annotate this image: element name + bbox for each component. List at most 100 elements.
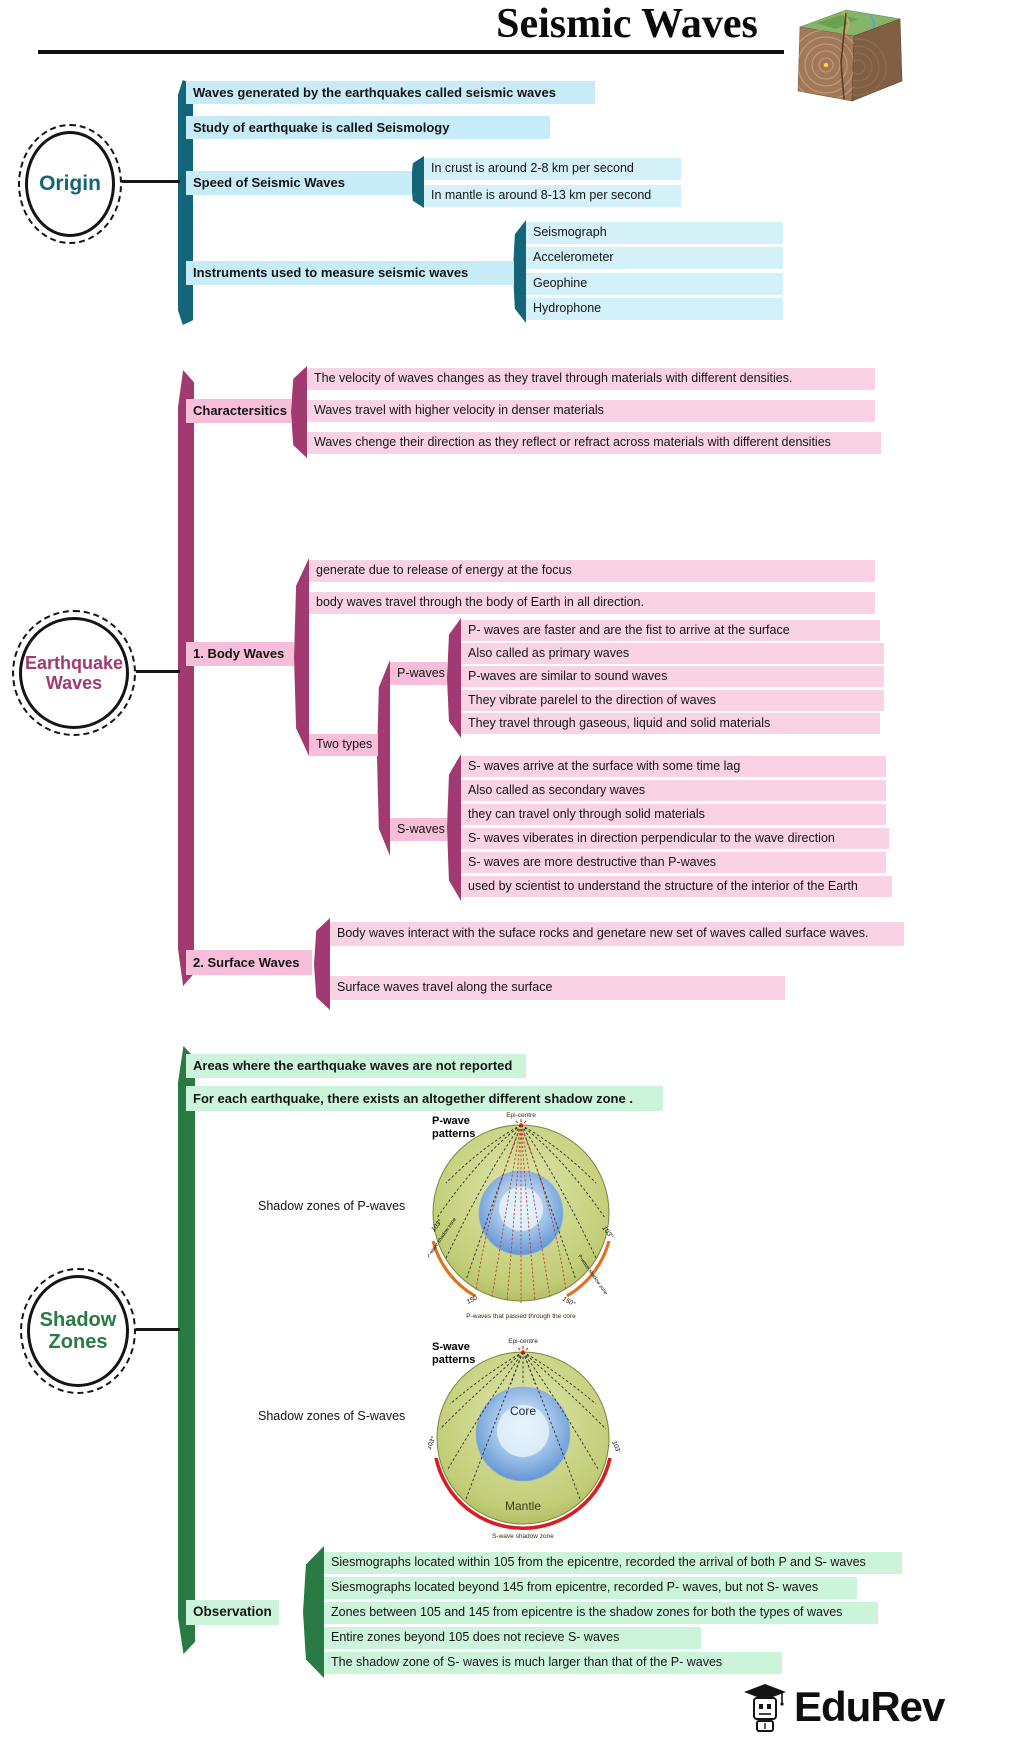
origin-node-label: Origin (39, 172, 101, 196)
edurev-mascot-icon (744, 1684, 786, 1732)
origin-node-inner-ring (25, 131, 115, 237)
instruments-label: Instruments used to measure seismic wave… (186, 261, 514, 285)
p-rays-red (475, 1124, 567, 1303)
speed-label: Speed of Seismic Waves (186, 171, 412, 195)
p-wave-pattern-diagram: P-wave patterns Epi-centre 103° 103° P-w… (428, 1112, 615, 1320)
s-wave-item: they can travel only through solid mater… (461, 804, 886, 825)
p-diagram-footnote: P-waves that passed through the core (466, 1313, 576, 1320)
s-shadow-caption: Shadow zones of S-waves (258, 1409, 406, 1424)
p-shadow-arc-left (431, 1240, 476, 1298)
origin-connector-line (114, 180, 180, 183)
surface-waves-label: 2. Surface Waves (186, 950, 312, 975)
s-core-label: Core (510, 1404, 536, 1418)
speed-connector-chevron (411, 156, 424, 208)
shadow-fact-2: For each earthquake, there exists an alt… (186, 1086, 663, 1111)
earthquake-node-label: Earthquake Waves (24, 652, 124, 693)
p-waves-label: P-waves (390, 662, 447, 685)
s-wave-pattern-diagram: S-wave patterns Epi-centre Core Mantle 1… (428, 1338, 620, 1540)
instrument-item: Seismograph (526, 222, 783, 244)
page-title: Seismic Waves (496, 1, 758, 47)
surface-waves-fact: Body waves interact with the suface rock… (330, 922, 904, 946)
p-wave-item: Also called as primary waves (461, 643, 884, 664)
p-wave-item: They travel through gaseous, liquid and … (461, 713, 880, 734)
observation-item: Zones between 105 and 145 from epicentre… (324, 1602, 878, 1624)
instrument-item: Accelerometer (526, 247, 783, 269)
s-diagram-title-line2: patterns (432, 1354, 475, 1366)
p-epicentre-label: Epi-centre (506, 1112, 536, 1119)
s-angle-right: 103° (610, 1439, 620, 1455)
s-wave-item: S- waves are more destructive than P-wav… (461, 852, 886, 873)
p-angle2-right: 150° (561, 1295, 577, 1309)
s-wave-item: S- waves viberates in direction perpendi… (461, 828, 889, 849)
body-waves-fact: body waves travel through the body of Ea… (309, 592, 875, 614)
p-diagram-title-line2: patterns (432, 1128, 475, 1140)
earthquake-node-inner-ring (19, 617, 129, 729)
characteristics-label: Charactersitics (186, 399, 291, 423)
characteristics-item: The velocity of waves changes as they tr… (307, 368, 875, 390)
edurev-logo: EduRev (742, 1682, 945, 1732)
origin-node: Origin (18, 124, 122, 244)
p-epicentre-marker (515, 1119, 527, 1127)
observation-item: The shadow zone of S- waves is much larg… (324, 1652, 782, 1674)
p-diagram-title-line1: P-wave (432, 1115, 470, 1127)
earthquake-connector-line (128, 670, 180, 673)
speed-item: In mantle is around 8-13 km per second (424, 185, 681, 207)
observation-item: Siesmographs located within 105 from the… (324, 1552, 902, 1574)
two-types-label: Two types (309, 734, 378, 756)
shadow-node-inner-ring (27, 1275, 129, 1387)
s-epicentre-marker (517, 1346, 529, 1354)
s-wave-item: S- waves arrive at the surface with some… (461, 756, 886, 777)
edurev-brand-text: EduRev (794, 1683, 945, 1730)
characteristics-connector-chevron (291, 366, 307, 458)
s-mantle-label: Mantle (505, 1499, 541, 1513)
surface-waves-connector-chevron (314, 918, 330, 1010)
s-rays-black (439, 1351, 607, 1500)
s-wave-item: Also called as secondary waves (461, 780, 886, 801)
p-shadow-caption: Shadow zones of P-waves (258, 1199, 406, 1214)
s-diagram-footnote: S-wave shadow zone (492, 1533, 554, 1540)
s-waves-label: S-waves (390, 818, 447, 841)
s-shadow-arc (434, 1457, 612, 1530)
s-waves-connector-chevron (447, 754, 461, 901)
earthquake-waves-node: Earthquake Waves (12, 610, 136, 736)
observation-item: Entire zones beyond 105 does not recieve… (324, 1627, 701, 1649)
s-wave-item: used by scientist to understand the stru… (461, 876, 892, 897)
shadow-branch-spine (178, 1046, 195, 1654)
shadow-zones-node: Shadow Zones (20, 1268, 136, 1394)
title-underline (38, 50, 784, 54)
seismic-wavefronts-side (852, 38, 887, 96)
s-epicentre-label: Epi-centre (508, 1338, 538, 1345)
origin-fact-1: Waves generated by the earthquakes calle… (186, 81, 595, 104)
p-angle2-left: 150 (466, 1294, 479, 1305)
shadow-connector-line (128, 1328, 180, 1331)
observation-label: Observation (186, 1600, 279, 1625)
instruments-connector-chevron (513, 220, 526, 323)
observation-item: Siesmographs located beyond 145 from epi… (324, 1577, 857, 1599)
body-waves-fact: generate due to release of energy at the… (309, 560, 875, 582)
two-types-connector-chevron (377, 660, 390, 856)
origin-fact-2: Study of earthquake is called Seismology (186, 116, 550, 139)
instrument-item: Geophine (526, 273, 783, 295)
fault-plane-line (840, 12, 847, 100)
instrument-item: Hydrophone (526, 298, 783, 320)
p-wave-item: They vibrate parelel to the direction of… (461, 690, 884, 711)
focus-marker (823, 62, 829, 68)
characteristics-item: Waves travel with higher velocity in den… (307, 400, 875, 422)
p-shadow-arc-right (566, 1240, 611, 1298)
s-diagram-title-line1: S-wave (432, 1341, 470, 1353)
surface-waves-fact: Surface waves travel along the surface (330, 976, 785, 1000)
body-waves-connector-chevron (294, 558, 309, 756)
earthquake-block-illustration (797, 9, 903, 102)
p-rays-black (436, 1124, 606, 1281)
earthquake-branch-spine (178, 370, 194, 986)
p-wave-item: P-waves are similar to sound waves (461, 666, 884, 687)
body-waves-label: 1. Body Waves (186, 642, 294, 666)
speed-item: In crust is around 2-8 km per second (424, 158, 681, 180)
shadow-node-label: Shadow Zones (39, 1308, 117, 1353)
p-waves-connector-chevron (447, 618, 461, 738)
shadow-fact-1: Areas where the earthquake waves are not… (186, 1054, 526, 1078)
characteristics-item: Waves chenge their direction as they ref… (307, 432, 881, 454)
p-wave-item: P- waves are faster and are the fist to … (461, 620, 880, 641)
s-inner-core (497, 1405, 549, 1457)
